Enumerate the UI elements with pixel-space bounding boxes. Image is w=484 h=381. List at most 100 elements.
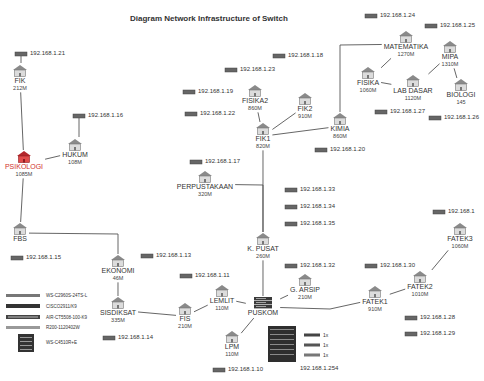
building-body	[407, 80, 418, 87]
building-name: LAB DASAR	[393, 87, 432, 95]
network-link	[194, 305, 208, 312]
building-node: BIOLOGI145	[445, 78, 478, 106]
building-door	[221, 293, 223, 297]
network-link	[45, 156, 60, 160]
building-node: SISDIKSAT335M	[98, 296, 138, 324]
building-door	[117, 305, 119, 309]
building-roof	[68, 139, 82, 144]
network-link	[340, 44, 382, 112]
building-icon	[111, 255, 125, 267]
building-door	[374, 294, 376, 298]
building-name: FIK1	[256, 135, 271, 143]
building-roof	[111, 255, 125, 260]
building-icon	[413, 271, 427, 283]
switch-icon	[365, 264, 377, 268]
rack-slot	[270, 334, 294, 335]
building-body	[180, 308, 191, 315]
switch-stack-unit	[254, 297, 272, 300]
ip-address: 192.168.1.13	[156, 252, 191, 259]
building-body	[401, 36, 412, 43]
building-node: EKONOMI46M	[99, 254, 136, 282]
ip-address: 192.168.1.33	[300, 186, 335, 193]
bandwidth-value: 1270M	[398, 51, 415, 57]
switch-wires	[21, 56, 79, 137]
ip-address: 192.168.1.21	[30, 50, 65, 57]
rack-slot	[270, 329, 294, 330]
building-door	[19, 231, 21, 235]
building-roof	[443, 41, 457, 46]
building-body	[369, 291, 380, 298]
bandwidth-value: 1310M	[442, 61, 459, 67]
legend-icons	[6, 294, 40, 352]
building-roof	[413, 271, 427, 276]
switch-icon	[433, 210, 445, 214]
building-node: FIK1820M	[254, 122, 273, 150]
building-name: FATEK2	[407, 283, 433, 291]
building-name: LEMLIT	[210, 297, 235, 305]
building-node: PSIKOLOGI1085M	[3, 150, 45, 178]
building-door	[254, 93, 256, 97]
switch-stack-unit	[254, 301, 272, 304]
rack-slot	[270, 344, 294, 345]
building-body	[454, 228, 465, 235]
switch-stack-port	[256, 306, 266, 308]
building-door	[23, 159, 25, 163]
core-rack	[268, 326, 320, 362]
building-roof	[198, 171, 212, 176]
ip-address: 192.168.1.35	[300, 220, 335, 227]
building-roof	[333, 113, 347, 118]
switch-icon	[405, 316, 417, 320]
building-roof	[298, 274, 312, 279]
building-icon	[215, 285, 229, 297]
bandwidth-value: 1085M	[16, 171, 33, 177]
ip-address: 192.168.1.30	[380, 262, 415, 269]
building-body	[300, 279, 311, 286]
building-name: MATEMATIKA	[384, 43, 428, 51]
switch-stack-unit	[254, 305, 272, 308]
unit-count: 1x	[323, 342, 328, 348]
legend-icon	[6, 294, 40, 297]
building-name: FATEK1	[362, 298, 388, 306]
building-name: SISDIKSAT	[100, 309, 136, 317]
building-icon	[17, 151, 31, 163]
building-icon	[178, 303, 192, 315]
building-roof	[215, 285, 229, 290]
switch-icon	[285, 205, 297, 209]
building-roof	[256, 233, 270, 238]
network-link	[241, 318, 254, 333]
network-link	[117, 282, 118, 296]
building-icon	[225, 331, 239, 343]
switch-icon	[225, 68, 237, 72]
ip-address: 192.168.1.17	[205, 158, 240, 165]
ip-address: 192.168.1.19	[198, 88, 233, 95]
switch-icon	[183, 90, 195, 94]
legend-icon	[6, 315, 40, 319]
building-body	[15, 70, 26, 77]
legend-entry: AIR-CT5508-100-K9	[46, 315, 87, 320]
building-name: FISIKA2	[242, 97, 268, 105]
building-body	[113, 260, 124, 267]
device-bar	[304, 344, 320, 347]
building-door	[184, 311, 186, 315]
building-name: FATEK3	[447, 235, 473, 243]
building-body	[216, 290, 227, 297]
building-name: PSIKOLOGI	[5, 163, 43, 171]
switch-icon	[185, 112, 197, 116]
building-body	[299, 98, 310, 105]
building-door	[304, 282, 306, 286]
building-body	[335, 118, 346, 125]
switch-icons	[11, 14, 445, 372]
rack-slot	[270, 339, 294, 340]
legend-entry: CISCO2911/K9	[46, 304, 77, 309]
building-door	[405, 39, 407, 43]
building-door	[304, 101, 306, 105]
network-link	[280, 295, 288, 299]
ip-address: 192.168.1.254	[300, 365, 338, 372]
ip-address: 192.168.1.11	[195, 272, 230, 279]
building-door	[449, 49, 451, 53]
switch-stack-port	[256, 302, 266, 304]
building-name: HUKUM	[62, 151, 88, 159]
ip-address: 192.168.1.26	[444, 114, 479, 121]
building-body	[249, 90, 260, 97]
legend-entry: WS-C2960S-24TS-L	[46, 293, 87, 298]
